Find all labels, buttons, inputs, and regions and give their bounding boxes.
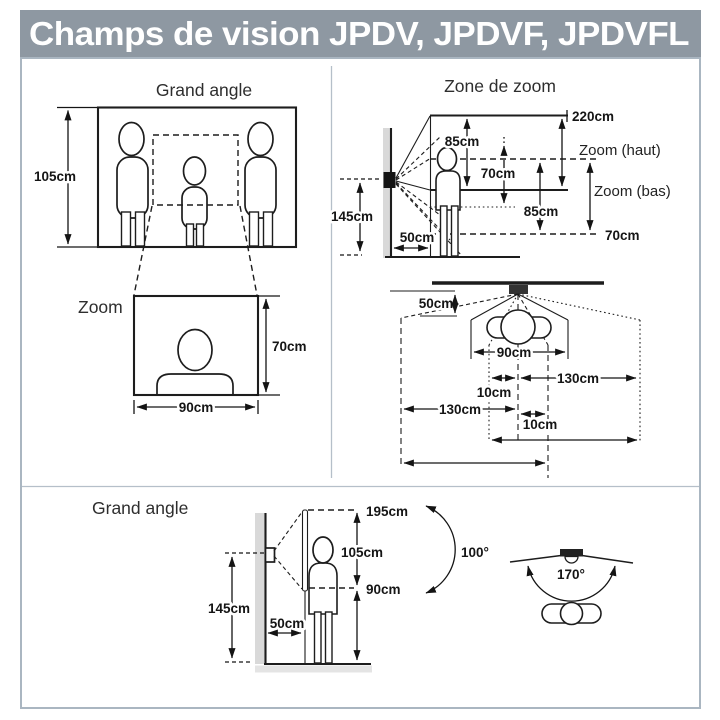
header-title: Champs de vision JPDV, JPDVF, JPDVFL xyxy=(29,15,689,52)
content-frame xyxy=(20,57,701,709)
wide-front-title: Grand angle xyxy=(156,80,252,100)
zoom-area-dashed-rect xyxy=(152,134,239,206)
zoom-front-title: Zoom xyxy=(78,297,123,317)
zoom-front-section: Zoom 70cm 90cm xyxy=(78,294,307,418)
camera-lens-icon xyxy=(564,555,579,564)
zoom-front-height-dimension: 70cm xyxy=(256,295,307,396)
header-bar: Champs de vision JPDV, JPDVF, JPDVFL xyxy=(20,10,701,57)
ray-top xyxy=(273,511,303,552)
label-170deg: 170° xyxy=(557,567,585,582)
bottom-wall-shading xyxy=(255,513,265,664)
zoom-front-width-dimension: 90cm xyxy=(133,398,259,418)
wide-front-section: Grand angle 105c xyxy=(31,80,298,296)
label-zoom-bas: Zoom (bas) xyxy=(594,183,671,200)
dim-90cm-plan: 90cm xyxy=(473,343,566,363)
projection-line-right xyxy=(239,205,258,296)
plan-person-head-2 xyxy=(559,601,584,626)
dim-50cm-plan: 50cm xyxy=(416,294,459,317)
bottom-floor-shading xyxy=(255,665,372,673)
angle-edge-left xyxy=(509,554,562,563)
wide-view-frame xyxy=(96,106,298,249)
side-wall-shading xyxy=(383,128,391,258)
label-90cm: 90cm xyxy=(366,582,401,597)
label-50cm-side: 50cm xyxy=(400,230,435,245)
side-person-figure xyxy=(435,146,461,257)
bottom-person-figure xyxy=(308,536,338,664)
label-85cm-high: 85cm xyxy=(445,134,480,149)
zoom-side-title: Zone de zoom xyxy=(444,76,556,96)
dim-145cm-side: 145cm xyxy=(328,178,382,256)
bottom-camera-icon xyxy=(264,547,276,563)
label-85cm-low: 85cm xyxy=(524,204,559,219)
dim-50cm-side: 50cm xyxy=(393,228,437,252)
dim-right-reach-row: 130cm xyxy=(491,369,637,389)
wide-side-title: Grand angle xyxy=(92,498,188,518)
zoom-front-width-label: 90cm xyxy=(179,400,214,415)
dim-145cm-bottom: 145cm xyxy=(205,552,264,663)
plan-camera-top-icon xyxy=(560,549,583,557)
label-105cm: 105cm xyxy=(341,545,383,560)
zoom-plan-section: 50cm 90cm 130cm 10cm 130cm 10cm xyxy=(390,281,641,478)
vertical-angle-arc xyxy=(425,505,456,594)
label-50cm-bottom: 50cm xyxy=(270,616,305,631)
label-10cm-left: 10cm xyxy=(477,385,512,400)
label-10cm-right: 10cm xyxy=(523,417,558,432)
wide-side-section: Grand angle 145cm 195cm 105cm 90cm xyxy=(92,498,634,673)
label-90cm-plan: 90cm xyxy=(497,345,532,360)
angle-edge-right xyxy=(581,554,634,564)
camera-icon xyxy=(383,172,396,188)
label-130cm-right: 130cm xyxy=(557,371,599,386)
label-70cm-bottom: 70cm xyxy=(605,228,640,243)
label-195cm: 195cm xyxy=(366,504,408,519)
label-zoom-haut: Zoom (haut) xyxy=(579,142,661,159)
label-145cm-side: 145cm xyxy=(331,209,373,224)
dim-left-reach-row: 130cm xyxy=(403,400,516,420)
label-220cm: 220cm xyxy=(572,109,614,124)
horizontal-angle-figure: 170° xyxy=(509,549,634,626)
plan-camera-icon xyxy=(509,285,528,294)
label-130cm-left: 130cm xyxy=(439,402,481,417)
dim-85cm-low: 85cm xyxy=(521,162,561,231)
zoom-person-figure xyxy=(156,328,234,394)
dim-right-offset-row: 10cm xyxy=(520,410,560,435)
dim-85cm-high: 85cm xyxy=(442,118,482,187)
label-70cm-mid: 70cm xyxy=(481,166,516,181)
wide-front-height-dimension: 105cm xyxy=(31,106,97,248)
header-background xyxy=(20,10,701,57)
person-right-figure xyxy=(244,121,277,247)
person-middle-figure xyxy=(181,156,208,247)
label-50cm-plan: 50cm xyxy=(419,296,454,311)
label-100deg: 100° xyxy=(461,545,489,560)
plan-person-figure xyxy=(486,309,552,345)
ray-bottom xyxy=(273,555,303,590)
view-span-pole xyxy=(301,509,309,592)
zoom-view-frame xyxy=(132,294,260,397)
label-145cm-bottom: 145cm xyxy=(208,601,250,616)
horizontal-angle-arc xyxy=(526,565,617,602)
zoom-side-section: Zone de zoom xyxy=(328,76,671,259)
person-left-figure xyxy=(116,121,149,247)
wide-front-height-label: 105cm xyxy=(34,169,76,184)
projection-line-left xyxy=(133,205,153,296)
dim-70cm-mid: 70cm xyxy=(478,137,518,204)
zoom-front-height-label: 70cm xyxy=(272,339,307,354)
dim-50cm-bottom: 50cm xyxy=(267,614,307,637)
